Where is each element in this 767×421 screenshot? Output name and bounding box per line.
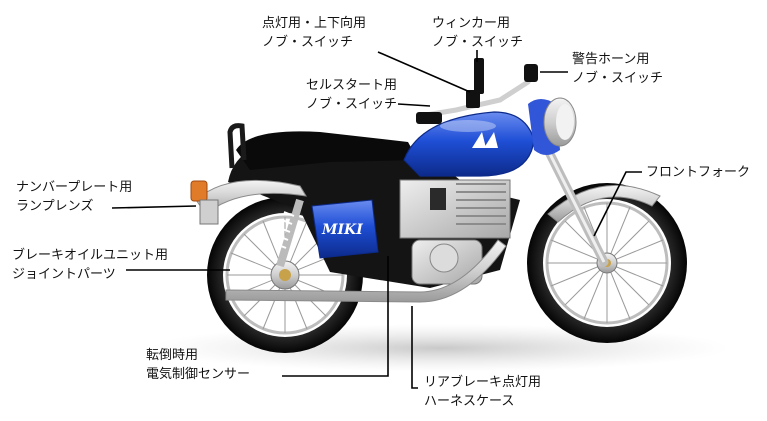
- callout-winker-switch-line2: ノブ・スイッチ: [432, 35, 524, 50]
- callout-winker-switch-line1: ウィンカー用: [432, 16, 511, 31]
- callout-line-number-plate: [111, 205, 197, 209]
- front-fender: [547, 185, 661, 223]
- callout-tip-over-sensor-line1: 転倒時用: [146, 348, 199, 363]
- callout-number-plate-lens-line1: ナンバープレート用: [16, 180, 133, 195]
- callout-line-tip-over-sensor: [282, 256, 389, 377]
- callout-rear-brake-harness: リアブレーキ点灯用 ハーネスケース: [424, 373, 541, 411]
- callout-line-starter-switch: [397, 103, 431, 107]
- callout-brake-oil-joint-line2: ジョイントパーツ: [12, 267, 116, 282]
- callout-brake-oil-joint-line1: ブレーキオイルユニット用: [12, 248, 169, 263]
- callout-rear-brake-harness-line1: リアブレーキ点灯用: [424, 375, 542, 390]
- callout-line-headlight-switch: [377, 51, 471, 93]
- grab-rail: [227, 123, 247, 169]
- callout-headlight-switch-line2: ノブ・スイッチ: [262, 35, 354, 50]
- exhaust-pipe: [225, 239, 507, 303]
- callout-horn-switch-line1: 警告ホーン用: [572, 52, 650, 67]
- callout-headlight-switch: 点灯用・上下向用 ノブ・スイッチ: [262, 14, 366, 52]
- brand-logo: MIKI: [321, 222, 363, 238]
- callout-number-plate-lens: ナンバープレート用 ランプレンズ: [16, 178, 132, 216]
- tail-light: [190, 180, 208, 202]
- callout-winker-switch: ウィンカー用 ノブ・スイッチ: [432, 14, 523, 52]
- rear-shock: [275, 198, 304, 268]
- callout-starter-switch-line2: ノブ・スイッチ: [306, 97, 398, 112]
- callout-horn-switch-line2: ノブ・スイッチ: [572, 71, 664, 86]
- callout-starter-switch-line1: セルスタート用: [306, 78, 398, 93]
- callout-rear-brake-harness-line2: ハーネスケース: [424, 394, 515, 409]
- number-plate-lamp: [199, 199, 219, 225]
- rear-fender: [195, 179, 307, 215]
- callout-headlight-switch-line1: 点灯用・上下向用: [262, 16, 367, 31]
- callout-tip-over-sensor-line2: 電気制御センサー: [146, 367, 251, 382]
- handlebar: [416, 58, 538, 124]
- callout-tip-over-sensor: 転倒時用 電気制御センサー: [146, 346, 250, 384]
- callout-brake-oil-joint: ブレーキオイルユニット用 ジョイントパーツ: [12, 246, 168, 284]
- callout-line-front-fork: [593, 171, 642, 237]
- fuel-tank: [403, 111, 535, 177]
- tank-highlight: [440, 120, 496, 132]
- callout-front-fork: フロントフォーク: [646, 163, 750, 182]
- callout-lines: [111, 50, 642, 389]
- side-cover: [311, 199, 379, 259]
- callout-starter-switch: セルスタート用 ノブ・スイッチ: [306, 76, 397, 114]
- callout-horn-switch: 警告ホーン用 ノブ・スイッチ: [572, 50, 663, 88]
- tank-emblem: [472, 132, 498, 148]
- engine-graphic: [399, 179, 511, 285]
- headlight: [528, 97, 577, 155]
- callout-number-plate-lens-line2: ランプレンズ: [16, 199, 94, 214]
- callout-front-fork-line1: フロントフォーク: [646, 165, 751, 180]
- callout-line-rear-brake: [411, 306, 418, 389]
- seat: [236, 131, 418, 170]
- front-fork-graphic: [543, 145, 609, 267]
